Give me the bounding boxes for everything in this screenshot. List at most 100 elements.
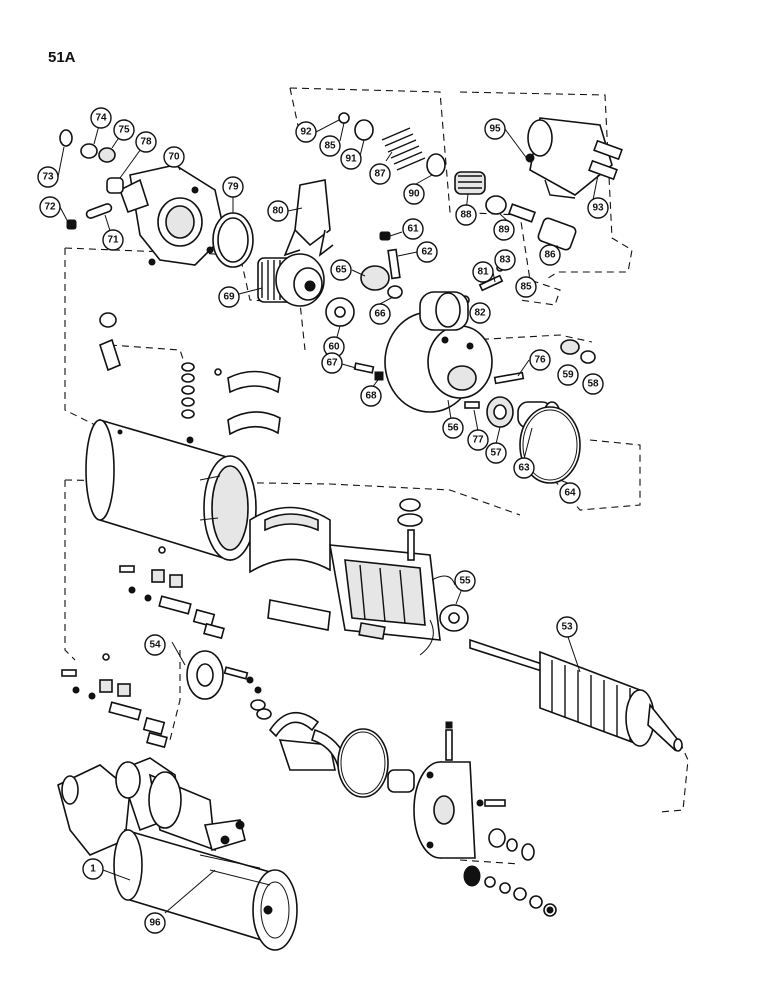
callout: 67 [321,352,343,374]
nose-housing [119,164,226,266]
callout: 80 [267,200,289,222]
solenoid-switch-95-93 [525,117,623,199]
svg-text:85: 85 [324,141,336,152]
callout-labels: 74 75 78 70 73 79 72 71 80 92 85 91 87 9… [37,107,609,934]
svg-text:62: 62 [421,247,433,258]
callout: 63 [513,457,535,479]
svg-text:67: 67 [326,358,338,369]
callout: 72 [39,196,61,218]
callout: 83 [494,249,516,271]
callout: 56 [442,417,464,439]
end-hardware [463,799,557,917]
svg-text:87: 87 [374,169,386,180]
brush-hardware-upper [119,546,225,640]
svg-text:71: 71 [107,235,119,246]
terminal-hardware [99,312,222,419]
callout: 54 [144,634,166,656]
callout: 85 [319,135,341,157]
armature-53 [469,638,683,752]
pole-shoes [227,370,281,436]
callout: 68 [360,385,382,407]
page-label: 51A [48,49,76,66]
oring-64 [519,406,581,484]
callout: 91 [340,148,362,170]
callout: 55 [454,570,476,592]
callout: 61 [402,218,424,240]
insulator-strips [267,599,386,640]
callout: 59 [557,364,579,386]
svg-text:57: 57 [490,448,502,459]
callout: 87 [369,163,391,185]
callout: 57 [485,442,507,464]
bolts-67-68-76-77 [353,362,525,409]
callout: 53 [556,616,578,638]
brush-plate [186,650,262,700]
field-frame [85,418,257,562]
callout: 74 [90,107,112,129]
svg-text:53: 53 [561,622,573,633]
callout: 75 [113,119,135,141]
callout: 78 [135,131,157,153]
oring-end [337,728,389,798]
callout: 86 [539,244,561,266]
svg-text:76: 76 [534,355,546,366]
svg-text:65: 65 [335,265,347,276]
callout: 93 [587,197,609,219]
callout: 82 [469,302,491,324]
svg-text:70: 70 [168,152,180,163]
svg-text:79: 79 [227,182,239,193]
callout: 96 [144,912,166,934]
callout: 88 [455,204,477,226]
svg-text:73: 73 [42,172,54,183]
svg-text:81: 81 [477,267,489,278]
callout: 70 [163,146,185,168]
callout: 95 [484,118,506,140]
starter-assembly-1 [57,757,298,951]
callout: 90 [403,183,425,205]
svg-text:82: 82 [474,308,486,319]
callout: 62 [416,241,438,263]
washer-60 [325,297,355,327]
callout: 64 [559,482,581,504]
svg-text:78: 78 [140,137,152,148]
svg-text:64: 64 [564,488,576,499]
svg-text:56: 56 [447,423,459,434]
callout: 81 [472,261,494,283]
svg-text:95: 95 [489,124,501,135]
svg-text:80: 80 [272,206,284,217]
callout: 58 [582,373,604,395]
callout: 92 [295,121,317,143]
callout: 65 [330,259,352,281]
callout: 66 [369,303,391,325]
svg-text:69: 69 [223,292,235,303]
svg-text:86: 86 [544,250,556,261]
callout: 76 [529,349,551,371]
gasket-79 [212,212,254,268]
svg-text:54: 54 [149,640,161,651]
callout: 71 [102,229,124,251]
svg-text:60: 60 [328,342,340,353]
svg-text:88: 88 [460,210,472,221]
brush-hardware-lower [61,653,168,749]
bushing-65-66 [360,265,403,299]
svg-text:58: 58 [587,379,599,390]
lever-housing-56 [384,291,493,413]
svg-text:83: 83 [499,255,511,266]
svg-text:61: 61 [407,224,419,235]
svg-text:90: 90 [408,189,420,200]
svg-text:75: 75 [118,125,130,136]
svg-text:91: 91 [345,154,357,165]
svg-text:1: 1 [90,864,96,875]
svg-text:85: 85 [520,282,532,293]
callout: 73 [37,166,59,188]
callout: 1 [82,858,104,880]
drive-assembly-69 [257,253,325,307]
svg-text:55: 55 [459,576,471,587]
svg-text:74: 74 [95,113,107,124]
callout: 89 [493,219,515,241]
callout: 77 [467,429,489,451]
svg-text:63: 63 [518,463,530,474]
plunger-group [338,112,577,251]
svg-text:59: 59 [562,370,574,381]
